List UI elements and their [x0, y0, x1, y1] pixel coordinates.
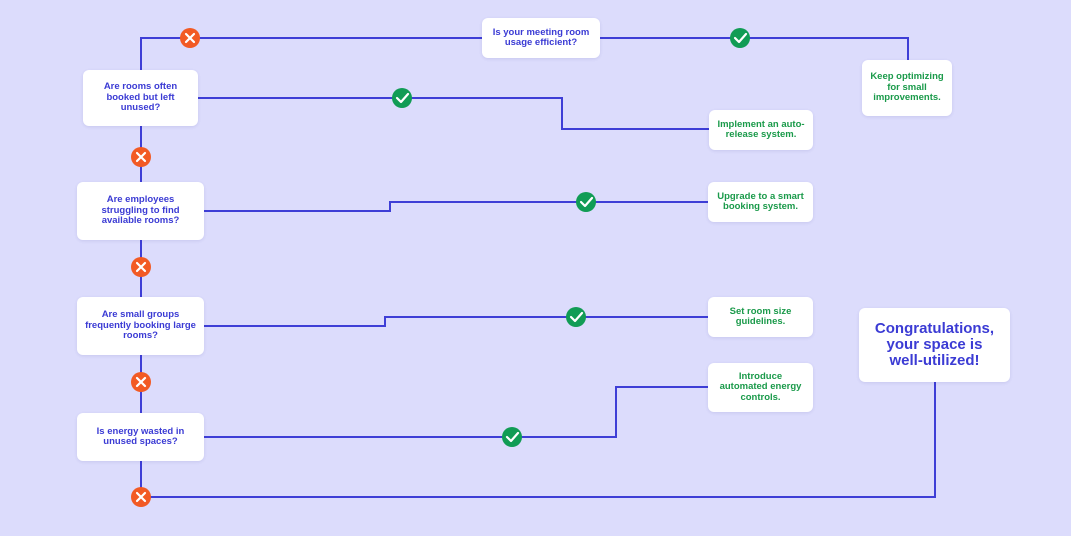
question-node-rooms-unused: Are rooms often booked but left unused? — [83, 70, 198, 126]
no-badge-q3 — [131, 372, 151, 392]
answer-node-smart-booking: Upgrade to a smart booking system. — [708, 182, 813, 222]
check-icon — [733, 32, 748, 44]
connector-start-right — [600, 37, 909, 60]
no-badge-q4 — [131, 487, 151, 507]
yes-badge-q3 — [566, 307, 586, 327]
no-badge-q2 — [131, 257, 151, 277]
x-icon — [135, 261, 147, 273]
yes-badge-q4 — [502, 427, 522, 447]
question-node-finding-rooms: Are employees struggling to find availab… — [77, 182, 204, 240]
question-node-energy-waste: Is energy wasted in unused spaces? — [77, 413, 204, 461]
connector-q3-answer — [204, 316, 708, 327]
check-icon — [505, 431, 520, 443]
connector-q1-answer — [198, 97, 709, 130]
answer-node-energy-controls: Introduce automated energy controls. — [708, 363, 813, 412]
no-badge-q1 — [131, 147, 151, 167]
x-icon — [135, 491, 147, 503]
check-icon — [579, 196, 594, 208]
yes-badge-start — [730, 28, 750, 48]
no-badge-start — [180, 28, 200, 48]
connector-q4-answer — [204, 386, 708, 438]
x-icon — [135, 151, 147, 163]
check-icon — [395, 92, 410, 104]
start-question-node: Is your meeting room usage efficient? — [482, 18, 600, 58]
x-icon — [184, 32, 196, 44]
yes-badge-q2 — [576, 192, 596, 212]
final-congratulations-node: Congratulations, your space is well-util… — [859, 308, 1010, 382]
x-icon — [135, 376, 147, 388]
check-icon — [569, 311, 584, 323]
yes-badge-q1 — [392, 88, 412, 108]
connector-q2-answer — [204, 201, 708, 212]
answer-node-keep-optimizing: Keep optimizing for small improvements. — [862, 60, 952, 116]
answer-node-auto-release: Implement an auto-release system. — [709, 110, 813, 150]
connector-spine-4 — [140, 382, 936, 498]
connector-start-left — [140, 37, 540, 70]
question-node-small-groups: Are small groups frequently booking larg… — [77, 297, 204, 355]
answer-node-room-size: Set room size guidelines. — [708, 297, 813, 337]
